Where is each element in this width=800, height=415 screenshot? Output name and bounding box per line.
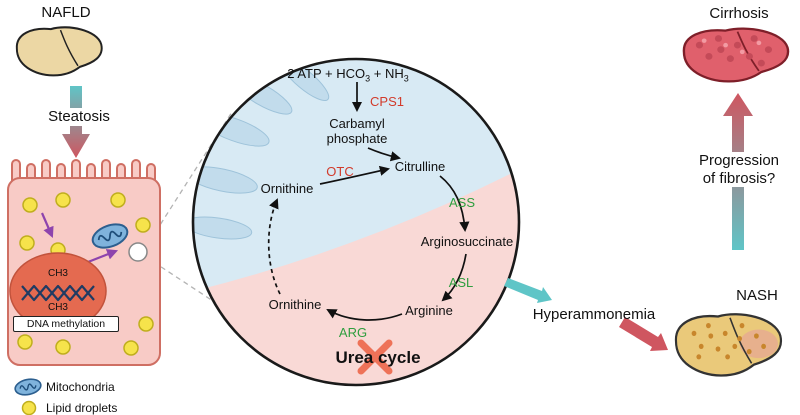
inhibition-cross-icon xyxy=(357,339,393,375)
legend-lipid-droplet-icon xyxy=(21,400,37,415)
substrates-label: 2 ATP + HCO3 + NH3 xyxy=(268,66,428,84)
cirrhosis-label: Cirrhosis xyxy=(709,5,769,22)
asl-enzyme-label: ASL xyxy=(448,275,474,290)
nash-liver-illustration xyxy=(674,313,783,377)
ass-enzyme-label: ASS xyxy=(448,195,475,210)
citrulline-label: Citrulline xyxy=(394,159,446,174)
arginosuccinate-label: Arginosuccinate xyxy=(420,234,514,249)
substrates-sub1: 3 xyxy=(365,73,371,84)
hyperammonemia-label: Hyperammonemia xyxy=(532,306,656,323)
carbamyl-phosphate-label: Carbamyl phosphate xyxy=(297,116,417,147)
ornithine-top-label: Ornithine xyxy=(260,181,314,196)
intracellular-arrows xyxy=(40,212,119,264)
hyperammonemia-teal-arrow xyxy=(504,278,552,303)
nash-label: NASH xyxy=(736,287,778,304)
legend-mitochondria-label: Mitochondria xyxy=(46,380,115,394)
ornithine-bottom-label: Ornithine xyxy=(268,297,322,312)
steatosis-label: Steatosis xyxy=(36,108,122,126)
carbamyl-line2: phosphate xyxy=(326,131,388,147)
carbamyl-line1: Carbamyl xyxy=(329,116,385,131)
hyperammonemia-to-nash-arrow xyxy=(619,317,668,351)
urea-cycle-title: Urea cycle xyxy=(335,348,421,367)
mitochondria-icon xyxy=(91,223,129,249)
arginine-label: Arginine xyxy=(405,303,453,318)
dna-helix-icon xyxy=(21,284,95,302)
progression-line2: of fibrosis? xyxy=(702,169,776,187)
ch3-top-label: CH3 xyxy=(47,268,68,279)
nafld-label: NAFLD xyxy=(41,4,91,21)
otc-enzyme-label: OTC xyxy=(326,164,354,179)
progression-label: Progression of fibrosis? xyxy=(672,152,800,188)
hepatocyte-cell xyxy=(7,159,161,366)
nafld-liver-illustration xyxy=(15,26,103,77)
ch3-bottom-label: CH3 xyxy=(47,302,68,313)
legend-mitochondria-icon xyxy=(14,378,42,396)
cirrhosis-liver-illustration xyxy=(682,27,790,83)
substrates-sub2: 3 xyxy=(403,73,409,84)
substrates-part1: 2 ATP + HCO xyxy=(287,66,366,81)
zoom-lens-icon xyxy=(128,242,148,262)
progression-line1: Progression xyxy=(698,152,780,169)
mitochondrion-zoom-circle xyxy=(191,57,521,387)
substrates-part2: + NH xyxy=(370,66,404,81)
dna-methylation-box: DNA methylation xyxy=(13,316,119,332)
arg-enzyme-label: ARG xyxy=(338,325,368,340)
urea-cycle-arrows xyxy=(267,82,470,321)
lipid-droplets xyxy=(17,192,154,356)
cps1-enzyme-label: CPS1 xyxy=(370,94,404,109)
legend-lipid-droplets-label: Lipid droplets xyxy=(46,401,118,415)
